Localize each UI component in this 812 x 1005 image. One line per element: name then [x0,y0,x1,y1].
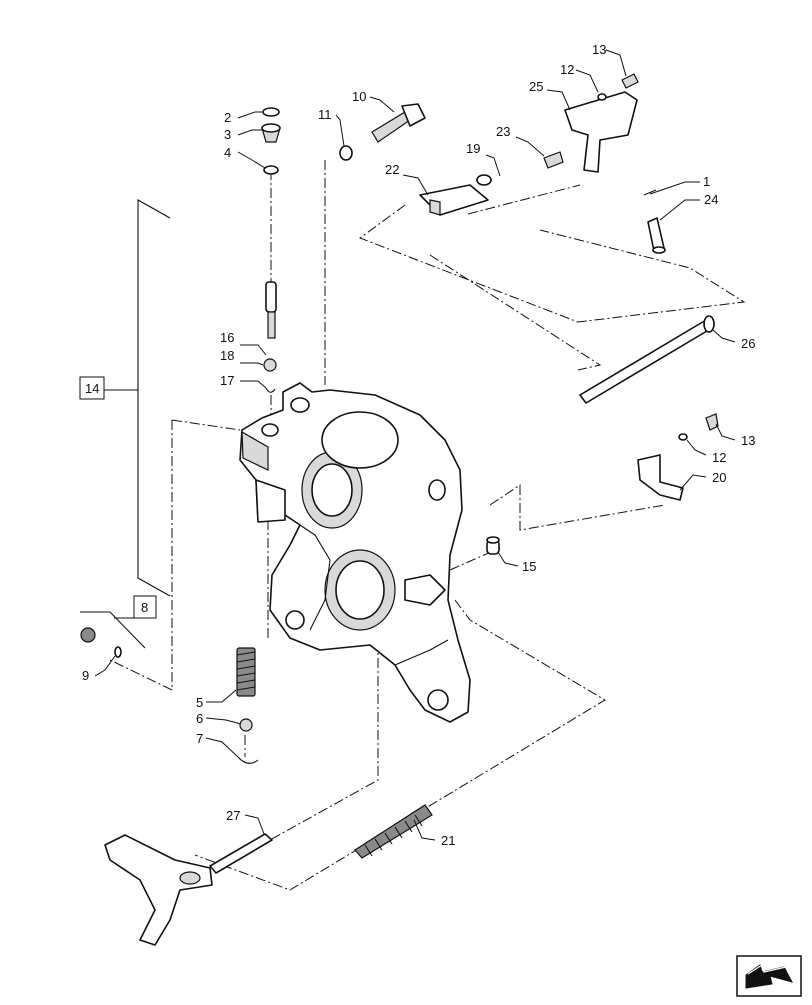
callout-label: 23 [496,124,510,139]
callout-label: 5 [196,695,203,710]
callout-label: 4 [224,145,231,160]
boxed-callout-14: 14 [79,376,105,400]
callout-label: 13 [741,433,755,448]
callout-label: 21 [441,833,455,848]
rod-26 [579,315,715,404]
shift-fork-27 [104,833,273,946]
callout-label: 12 [712,450,726,465]
callout-label: 26 [741,336,755,351]
boxed-callout-label: 14 [85,381,99,396]
callout-label: 13 [592,42,606,57]
callout-label: 20 [712,470,726,485]
callout-label: 2 [224,110,231,125]
callout-label: 22 [385,162,399,177]
callout-numbers: 1 2 3 4 5 6 7 9 10 11 12 12 13 13 15 16 … [82,42,755,848]
spring-5-assembly [236,647,259,764]
boxed-callout-8: 8 [133,595,157,619]
callout-label: 17 [220,373,234,388]
callout-label: 25 [529,79,543,94]
bracket-20 [637,413,719,501]
spring-21 [354,804,433,859]
next-page-arrow-icon[interactable] [736,955,802,997]
bushing-15 [486,536,500,555]
callout-label: 3 [224,127,231,142]
boxed-callout-label: 8 [141,600,148,615]
callout-label: 27 [226,808,240,823]
callout-leaders [80,49,736,841]
bracket-22 [419,151,564,216]
plug-and-seals [261,107,281,175]
callout-label: 1 [703,174,710,189]
callout-label: 16 [220,330,234,345]
group-bracket-14 [104,199,171,597]
plug-9 [80,627,122,658]
callout-label: 6 [196,711,203,726]
pin-24 [643,189,666,254]
callout-label: 19 [466,141,480,156]
housing-casting [239,382,471,723]
callout-label: 18 [220,348,234,363]
bracket-25 [564,73,639,173]
callout-label: 24 [704,192,718,207]
callout-label: 10 [352,89,366,104]
callout-label: 11 [318,107,332,122]
callout-label: 12 [560,62,574,77]
callout-label: 7 [196,731,203,746]
callout-label: 15 [522,559,536,574]
pin-16-assembly [263,281,277,393]
callout-label: 9 [82,668,89,683]
bolt-10 [339,103,426,161]
